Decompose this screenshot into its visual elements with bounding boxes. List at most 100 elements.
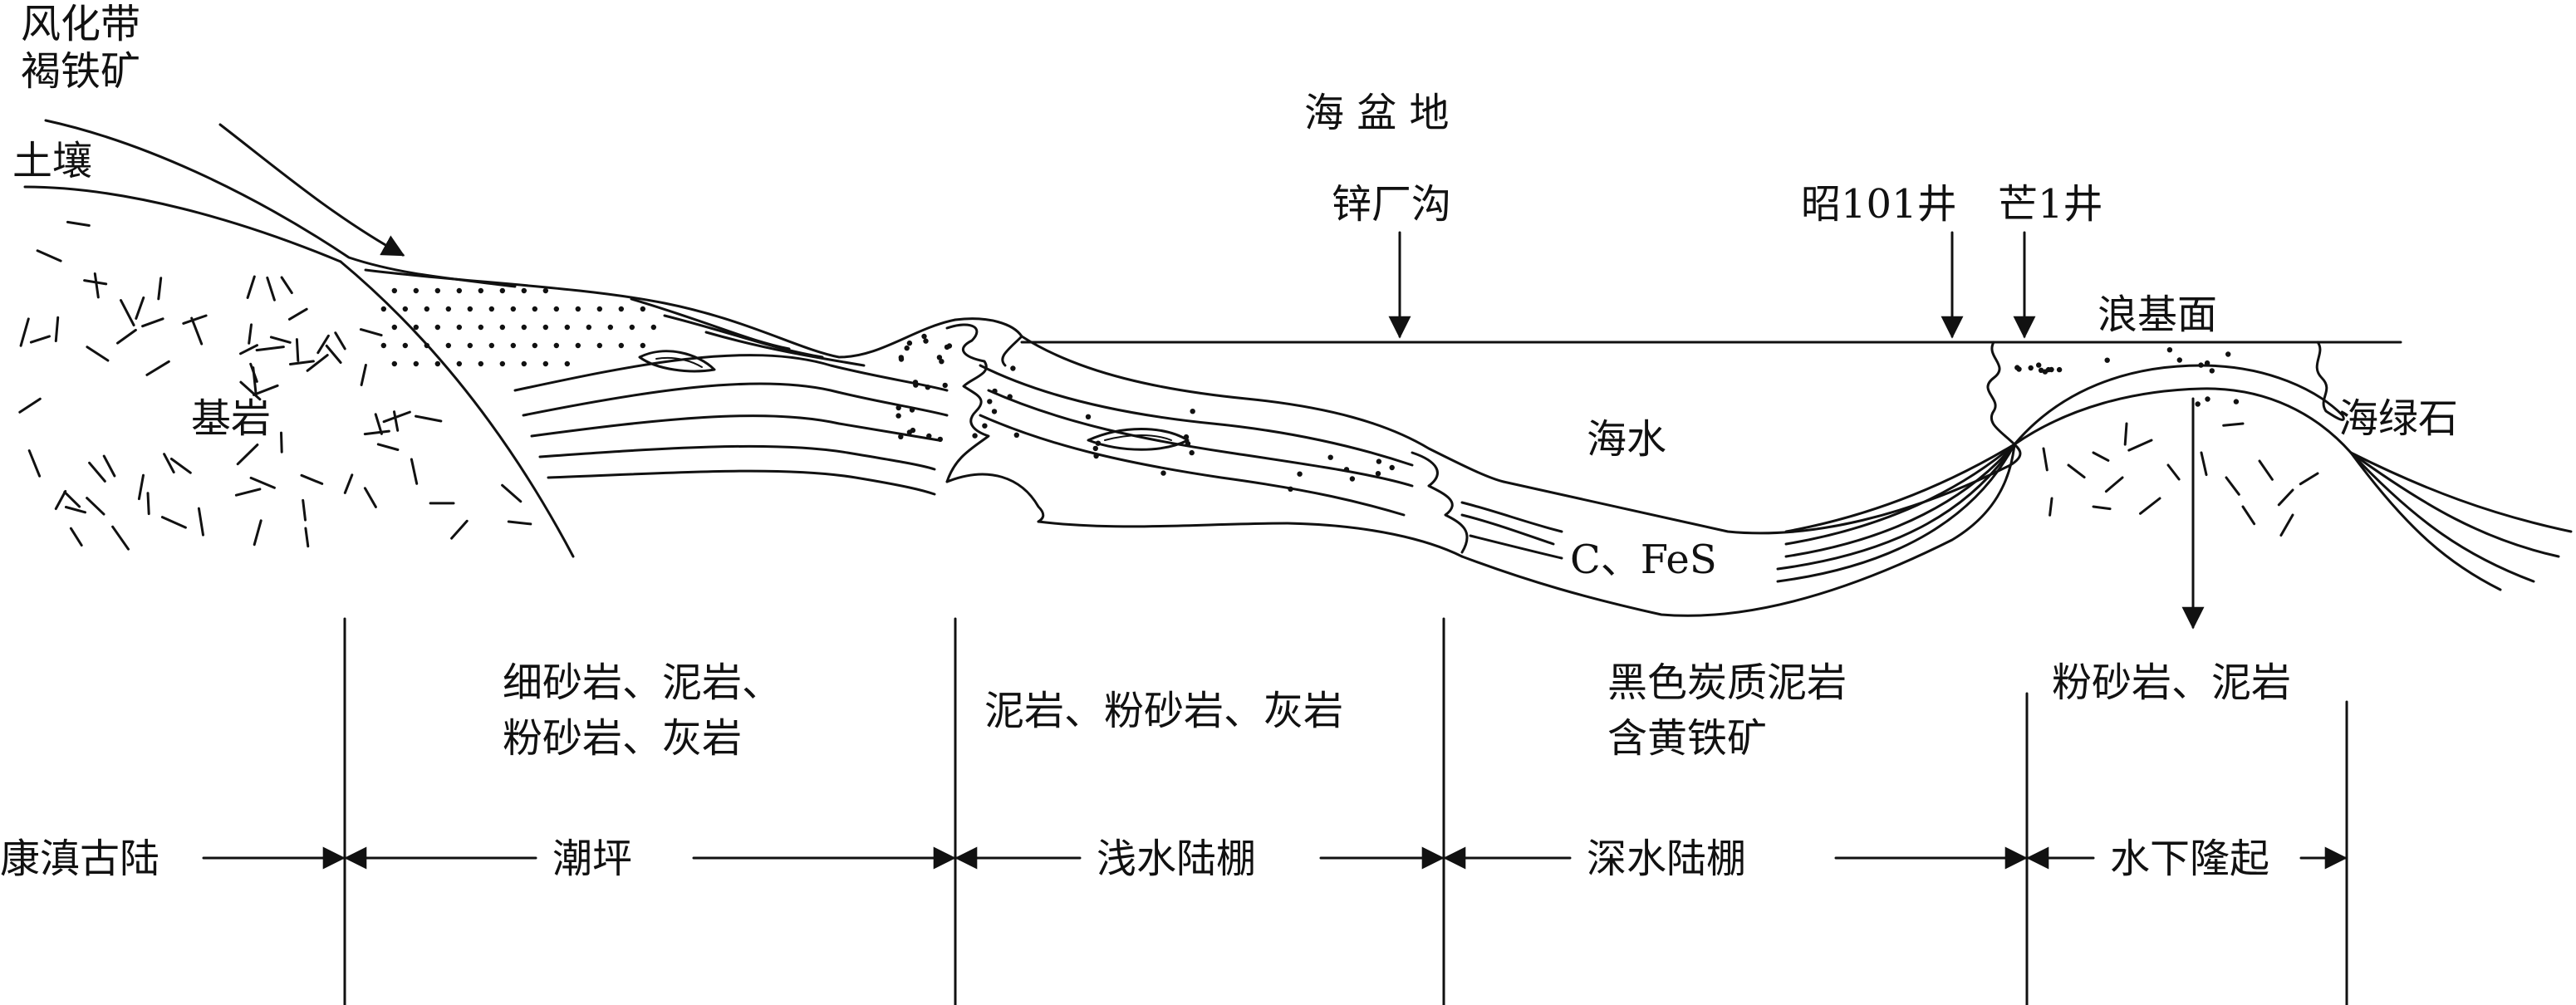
bedrock-dash <box>19 317 30 347</box>
sand-dot <box>380 342 387 349</box>
sand-dot <box>982 423 988 429</box>
sand-dot <box>2104 357 2110 363</box>
sand-dot <box>2042 369 2049 375</box>
sand-dot <box>521 324 527 331</box>
sand-dot <box>895 404 901 411</box>
sand-dot <box>596 306 603 312</box>
bedrock-dash <box>234 488 262 497</box>
sand-dot <box>2028 365 2034 371</box>
sand-dot <box>2205 396 2210 402</box>
uplift-dash <box>2123 422 2128 446</box>
bedrock-dash <box>69 527 83 547</box>
sand-dot <box>1007 394 1013 400</box>
bedrock-dash <box>280 276 293 295</box>
lithology-deep-line2: 含黄铁矿 <box>1607 715 1767 762</box>
sand-dot <box>2198 362 2204 368</box>
bedrock-dash <box>269 336 292 344</box>
bedrock-dash <box>88 461 106 483</box>
bedrock-dash <box>169 458 192 474</box>
sand-dot <box>1160 470 1166 476</box>
bedrock-dash <box>359 328 383 337</box>
weathering-label-1: 风化带 <box>21 1 140 47</box>
bedrock-dash <box>146 492 150 516</box>
sand-dot <box>596 342 603 349</box>
sand-dot <box>499 360 506 367</box>
section-labels: 风化带 褐铁矿 土壤 基岩 海 盆 地 锌厂沟 昭101井 芒1井 浪基面 海水… <box>12 1 2458 583</box>
glauconite-label: 海绿石 <box>2338 395 2458 442</box>
sand-dot <box>1349 476 1356 482</box>
sand-dot <box>445 306 452 312</box>
sand-dot <box>2166 347 2173 353</box>
lithology-tidal-line1: 细砂岩、泥岩、 <box>503 659 782 706</box>
sand-dot <box>1085 414 1092 419</box>
sand-dot <box>992 388 998 395</box>
sand-dot <box>434 287 441 294</box>
sand-dot <box>391 324 398 331</box>
zone-shallow-shelf: 浅水陆棚 <box>1097 836 1256 882</box>
bedrock-dash <box>249 476 276 489</box>
uplift-dash <box>2042 447 2049 472</box>
sand-dot <box>488 342 495 349</box>
bedrock-dash <box>363 487 377 508</box>
weathering-label-2: 褐铁矿 <box>21 48 140 95</box>
bedrock-dash <box>304 527 310 548</box>
sand-dot <box>1093 453 1099 459</box>
bedrock-dash <box>236 444 259 466</box>
sand-dot <box>925 385 931 390</box>
bedrock-dash <box>66 220 91 227</box>
cfes-label: C、FeS <box>1570 537 1717 583</box>
sand-dot <box>424 306 430 312</box>
bedrock-dash <box>325 344 342 364</box>
bedrock-texture <box>18 220 532 551</box>
sand-dot <box>488 306 495 312</box>
uplift-dash <box>2200 451 2208 477</box>
sand-dot <box>532 342 538 349</box>
bedrock-dash <box>54 316 60 342</box>
sand-dot <box>1092 445 1099 452</box>
sand-dot <box>2233 399 2240 404</box>
sand-dot <box>1010 365 1016 371</box>
bedrock-dash <box>253 384 279 396</box>
bedrock-dash <box>507 520 532 526</box>
bedrock-dash <box>141 317 164 328</box>
sand-dot <box>926 433 932 439</box>
sand-dot <box>575 342 581 349</box>
underwater-uplift-structure <box>1020 341 2573 591</box>
sand-dot <box>972 433 978 439</box>
sand-dot <box>510 342 517 349</box>
bedrock-dash <box>300 473 324 485</box>
sand-dot <box>1288 486 1293 492</box>
sand-dot <box>898 434 904 439</box>
sand-dot <box>1375 471 1381 477</box>
bedrock-dash <box>410 458 419 485</box>
zone-deep-shelf: 深水陆棚 <box>1587 836 1746 882</box>
bedrock-top-line <box>23 185 342 263</box>
sand-dot <box>912 380 919 385</box>
bedrock-dash <box>145 360 170 376</box>
zone-tidal-flat: 潮坪 <box>552 836 632 882</box>
sand-dot <box>1376 458 1382 464</box>
land-surface-line <box>44 119 517 288</box>
zone-kangdian: 康滇古陆 <box>0 836 159 882</box>
sand-dot <box>640 342 646 349</box>
sand-dot <box>895 413 901 419</box>
sand-dot <box>542 287 549 294</box>
sand-dot <box>1343 467 1350 473</box>
lithology-shallow-line1: 泥岩、粉砂岩、灰岩 <box>984 688 1343 734</box>
bedrock-dash <box>343 473 354 494</box>
bedrock-dash <box>360 364 367 386</box>
bedrock-dash <box>102 454 116 478</box>
sand-dot <box>413 360 420 367</box>
bedrock-dash <box>302 498 307 522</box>
lens-tidal <box>638 350 716 373</box>
sand-dot <box>542 324 549 331</box>
bedrock-dash <box>27 449 42 478</box>
bedrock-dash <box>18 397 42 414</box>
sand-dot <box>2036 362 2042 368</box>
uplift-dash <box>2225 476 2240 496</box>
sand-dot <box>921 333 927 340</box>
sand-dot <box>898 355 905 360</box>
sand-dot <box>478 324 484 331</box>
bedrock-dash <box>239 344 258 355</box>
